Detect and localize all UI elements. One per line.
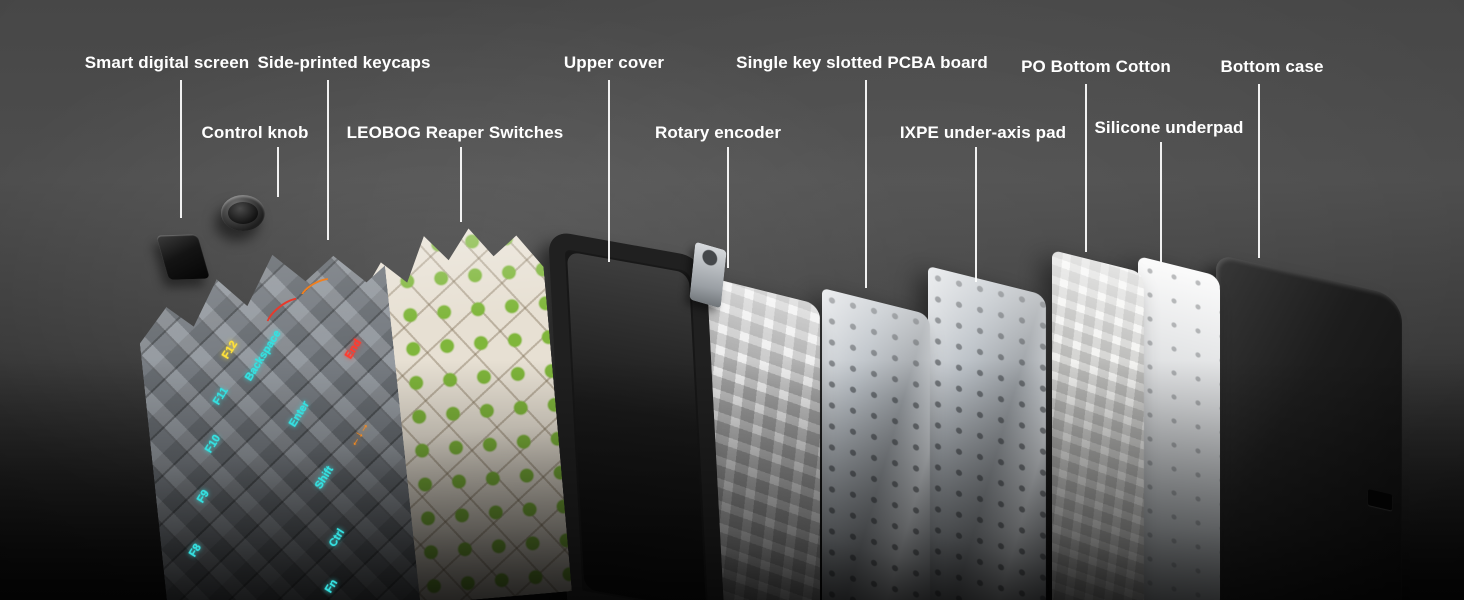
bottom-cotton-part — [1052, 250, 1144, 600]
label-side-printed-keycaps: Side-printed keycaps — [257, 53, 431, 72]
pointer-line-rotary-encoder — [727, 147, 729, 268]
silicone-underpad-part — [1138, 256, 1220, 600]
label-reaper-switches: LEOBOG Reaper Switches — [346, 123, 564, 142]
pointer-line-smart-digital-screen — [180, 80, 182, 218]
label-rotary-encoder: Rotary encoder — [654, 123, 782, 142]
smart-digital-screen-part — [156, 234, 210, 280]
pointer-line-side-printed-keycaps — [327, 80, 329, 240]
label-silicone-underpad: Silicone underpad — [1094, 118, 1244, 137]
label-bottom-case: Bottom case — [1220, 57, 1324, 76]
label-control-knob: Control knob — [201, 123, 309, 142]
label-upper-cover: Upper cover — [563, 53, 665, 72]
ixpe-pad-part — [928, 266, 1046, 600]
pointer-line-upper-cover — [608, 80, 610, 262]
pointer-line-control-knob — [277, 147, 279, 197]
rotary-encoder-part — [689, 241, 727, 309]
label-ixpe-pad: IXPE under-axis pad — [899, 123, 1067, 142]
pointer-line-bottom-case — [1258, 84, 1260, 258]
pointer-line-reaper-switches — [460, 147, 462, 222]
pointer-line-po-bottom-cotton — [1085, 84, 1087, 252]
pcba-board-part — [822, 288, 930, 600]
pointer-line-pcba-board — [865, 80, 867, 288]
label-po-bottom-cotton: PO Bottom Cotton — [1021, 57, 1171, 76]
bottom-case-part — [1216, 254, 1402, 600]
label-pcba-board: Single key slotted PCBA board — [736, 53, 988, 72]
control-knob-part — [221, 195, 265, 231]
keycaps-cluster-part — [131, 236, 421, 600]
pointer-line-ixpe-pad — [975, 147, 977, 282]
label-smart-digital-screen: Smart digital screen — [84, 53, 250, 72]
pointer-line-silicone-underpad — [1160, 142, 1162, 262]
